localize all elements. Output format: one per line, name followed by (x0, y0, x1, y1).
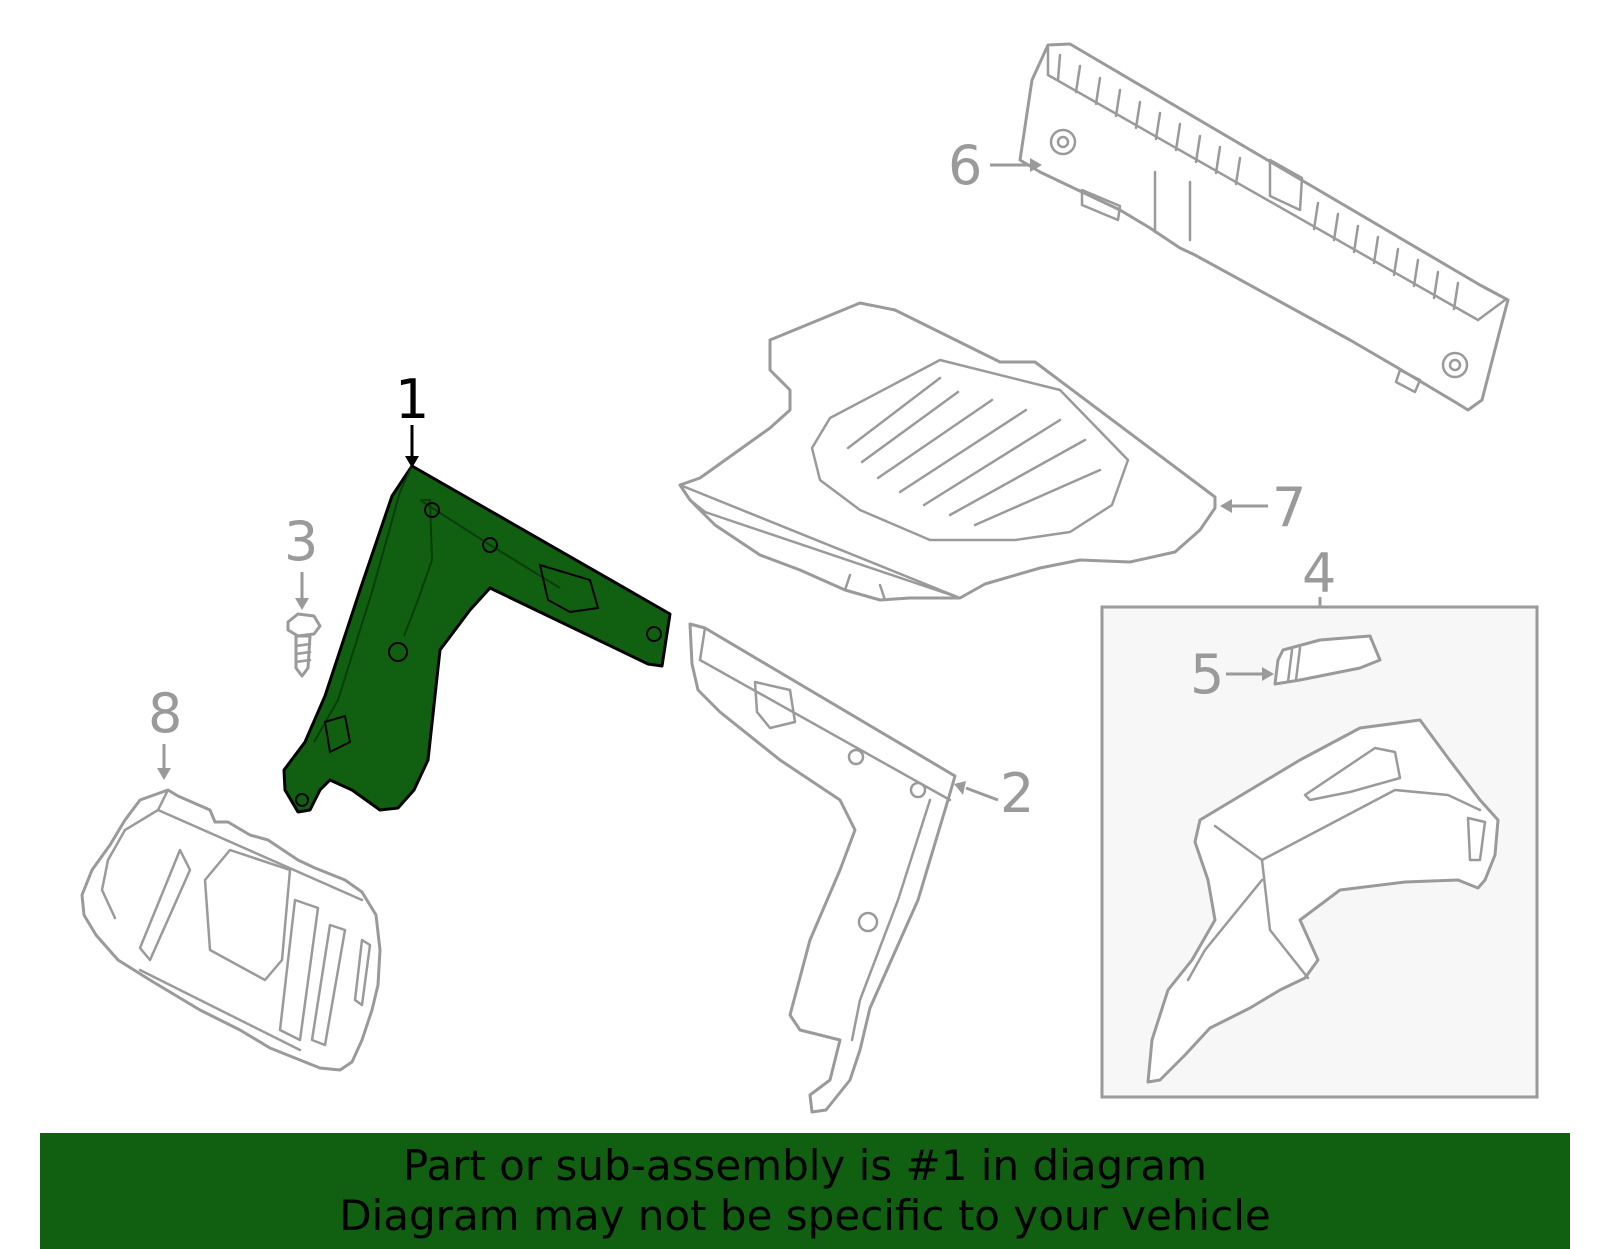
part-6-scuff-plate[interactable] (1018, 42, 1510, 412)
inset-box-part-4[interactable] (1100, 605, 1539, 1099)
notice-banner: Part or sub-assembly is #1 in diagram Di… (40, 1133, 1570, 1249)
callout-4-label: 4 (1302, 542, 1336, 605)
callout-6: 6 (948, 134, 1042, 197)
callout-7: 7 (1220, 476, 1306, 539)
callout-1: 1 (395, 368, 429, 468)
callout-7-label: 7 (1272, 476, 1306, 539)
part-1-quarter-trim-panel[interactable] (282, 464, 672, 814)
part-4-side-compartment[interactable] (1146, 718, 1500, 1084)
part-8-storage-tray[interactable] (80, 788, 382, 1072)
callout-5: 5 (1190, 643, 1274, 706)
banner-line-2: Diagram may not be specific to your vehi… (339, 1191, 1271, 1240)
callout-3-label: 3 (284, 510, 318, 573)
callout-4: 4 (1302, 542, 1336, 607)
callout-6-label: 6 (948, 134, 982, 197)
part-2-quarter-trim-panel[interactable] (688, 622, 957, 1114)
callout-8-label: 8 (148, 682, 182, 745)
callout-8: 8 (148, 682, 182, 780)
callout-2: 2 (954, 762, 1034, 825)
callout-2-label: 2 (1000, 762, 1034, 825)
part-1-shape[interactable] (282, 464, 672, 814)
part-5-cover-lid[interactable] (1273, 634, 1382, 686)
part-3-clip[interactable] (286, 612, 322, 678)
banner-line-1: Part or sub-assembly is #1 in diagram (402, 1141, 1208, 1190)
callout-5-label: 5 (1190, 643, 1224, 706)
part-7-trunk-mat[interactable] (678, 301, 1217, 602)
callout-1-label: 1 (395, 368, 429, 431)
callout-3: 3 (284, 510, 318, 610)
